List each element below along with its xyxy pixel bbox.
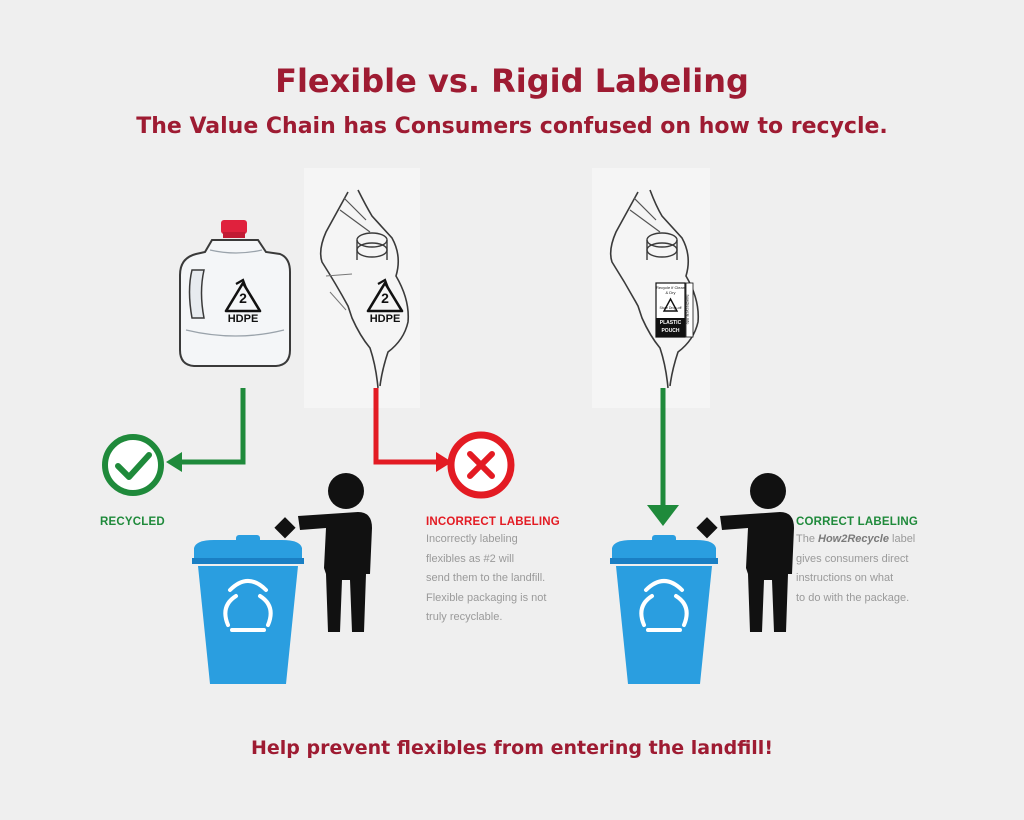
incorrect-line: truly recyclable.	[426, 611, 503, 623]
person-silhouette-right	[696, 473, 794, 632]
jug-to-recycled-arrow	[166, 388, 246, 472]
correct-description: The How2Recycle label gives consumers di…	[796, 530, 918, 608]
milk-jug-illustration	[179, 220, 291, 367]
h2r-label-mid: Store Drop-off	[659, 306, 682, 310]
incorrect-labeling-block: INCORRECT LABELING Incorrectly labeling …	[426, 516, 560, 628]
h2r-recycle-arrows-icon	[662, 297, 679, 312]
incorrect-line: Incorrectly labeling	[426, 533, 518, 545]
h2r-side-text: how2recycle.info	[685, 294, 691, 325]
how2recycle-brand: How2Recycle	[818, 533, 889, 545]
page-title: Flexible vs. Rigid Labeling	[275, 62, 749, 100]
hdpe-recycle-symbol-pouch	[366, 278, 404, 313]
pouch-resin-label: HDPE	[369, 313, 401, 325]
pouch-how2recycle-illustration	[609, 189, 700, 389]
incorrect-line: flexibles as #2 will	[426, 552, 515, 565]
h2r-label-bottom: PLASTIC	[659, 320, 682, 326]
pouch-hdpe-backdrop	[304, 168, 420, 408]
x-circle-icon	[447, 431, 515, 499]
correct-labeling-block: CORRECT LABELING The How2Recycle label g…	[796, 516, 918, 608]
hdpe-recycle-symbol-jug	[224, 278, 262, 313]
correct-line-first: The How2Recycle label	[796, 530, 918, 550]
jug-resin-code: 2	[239, 290, 247, 306]
incorrect-line: send them to the landfill.	[426, 572, 546, 584]
correct-line-pre: The	[796, 533, 819, 545]
incorrect-description: Incorrectly labeling flexibles as #2 wil…	[426, 530, 560, 628]
h2r-label-bottom2: POUCH	[661, 328, 680, 334]
incorrect-heading: INCORRECT LABELING	[426, 516, 560, 528]
recycle-bin-left	[192, 535, 304, 684]
pouch-resin-code: 2	[381, 290, 389, 306]
pouch-hdpe-illustration	[319, 189, 410, 389]
pouch-to-incorrect-arrow	[373, 388, 452, 472]
page-subtitle: The Value Chain has Consumers confused o…	[136, 114, 888, 139]
footer-callout: Help prevent flexibles from entering the…	[251, 737, 773, 759]
pouch-to-bin-arrow	[647, 388, 679, 526]
correct-line-post: label	[888, 533, 916, 545]
jug-resin-label: HDPE	[227, 313, 259, 325]
h2r-label-top: Recycle if Clean & Dry	[656, 285, 685, 295]
correct-line: instructions on what	[796, 572, 894, 584]
incorrect-line: Flexible packaging is not	[426, 591, 547, 604]
check-circle-icon	[102, 434, 164, 496]
correct-line: to do with the package.	[796, 591, 910, 604]
recycled-heading: RECYCLED	[100, 516, 165, 528]
correct-line: gives consumers direct	[796, 552, 909, 565]
correct-heading: CORRECT LABELING	[796, 516, 919, 528]
recycle-bin-right	[610, 535, 718, 684]
